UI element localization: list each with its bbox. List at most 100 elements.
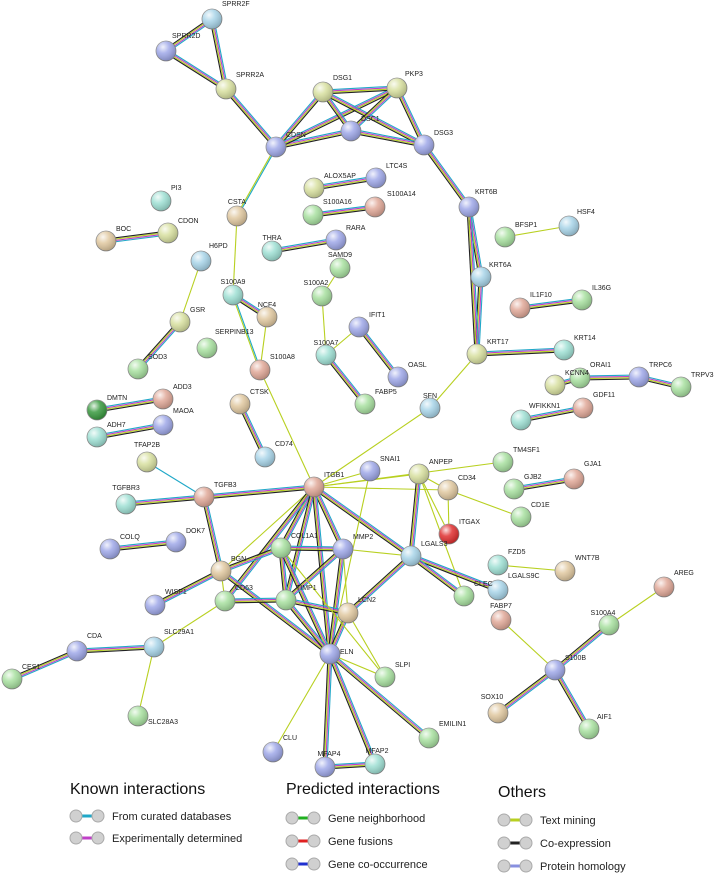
node-sprr2d[interactable]: SPRR2D [155,33,200,62]
node-serpinb13[interactable]: SERPINB13 [196,329,254,359]
node-sox10[interactable]: SOX10 [481,694,509,724]
node-cd74[interactable]: CD74 [254,441,293,468]
node-sprr2a[interactable]: SPRR2A [215,72,264,100]
node-krt6a[interactable]: KRT6A [470,262,512,288]
node-ces1[interactable]: CES1 [1,664,40,690]
node-tm4sf1[interactable]: TM4SF1 [492,447,540,473]
node-gja1[interactable]: GJA1 [563,461,602,490]
node-lgals3[interactable]: LGALS3 [400,541,448,567]
node-hsf4[interactable]: HSF4 [558,209,595,237]
node-gjb2[interactable]: GJB2 [503,474,542,500]
node-snai1[interactable]: SNAI1 [359,456,400,482]
node-eln[interactable]: ELN [319,643,354,665]
node-highlight [227,206,247,226]
node-emilin1[interactable]: EMILIN1 [418,721,466,749]
node-rara[interactable]: RARA [325,225,366,251]
node-colq[interactable]: COLQ [99,534,140,560]
node-slpi[interactable]: SLPI [374,662,410,688]
node-adh7[interactable]: ADH7 [86,422,126,448]
node-sprr2f[interactable]: SPRR2F [201,1,250,30]
node-thra[interactable]: THRA [261,235,283,262]
node-s100a8[interactable]: S100A8 [249,354,295,381]
node-dok7[interactable]: DOK7 [165,528,205,553]
node-il1f10[interactable]: IL1F10 [509,292,552,319]
node-anpep[interactable]: ANPEP [408,459,453,485]
node-maoa[interactable]: MAOA [152,408,194,436]
node-clec[interactable]: CLEC [453,581,493,607]
node-gsr[interactable]: GSR [169,307,205,333]
node-tfap2b[interactable]: TFAP2B [134,442,160,473]
node-trpv3[interactable]: TRPV3 [670,372,714,398]
node-fabp5[interactable]: FABP5 [354,389,397,415]
node-add3[interactable]: ADD3 [152,384,192,410]
node-sfn[interactable]: SFN [419,393,441,419]
node-dsg3[interactable]: DSG3 [413,130,453,156]
node-s100a9[interactable]: S100A9 [221,279,246,306]
node-ncf4[interactable]: NCF4 [256,302,278,328]
node-wisp1[interactable]: WISP1 [144,589,187,616]
node-itgb1[interactable]: ITGB1 [303,472,344,498]
node-mfap4[interactable]: MFAP4 [314,751,341,778]
node-wfikkn1[interactable]: WFIKKN1 [510,403,560,431]
node-lgals9c[interactable]: LGALS9C [487,573,540,601]
node-fabp7[interactable]: FABP7 [490,603,512,631]
node-tgfbr3[interactable]: TGFBR3 [112,485,140,515]
node-dsg1[interactable]: DSG1 [312,75,352,103]
node-alox5ap[interactable]: ALOX5AP [303,173,356,199]
node-cd1e[interactable]: CD1E [510,502,550,528]
node-bgn[interactable]: BGN [210,556,246,582]
node-oasl[interactable]: OASL [387,362,427,388]
node-dsc1[interactable]: DSC1 [340,116,380,142]
node-s100a4[interactable]: S100A4 [591,610,620,636]
node-pkp3[interactable]: PKP3 [386,71,423,99]
node-label: NCF4 [258,302,276,309]
node-sod3[interactable]: SOD3 [127,354,167,380]
legend-swatch-node [307,834,321,848]
node-aif1[interactable]: AIF1 [578,714,612,740]
node-fzd5[interactable]: FZD5 [487,549,526,576]
node-il36g[interactable]: IL36G [571,285,611,311]
node-itgax[interactable]: ITGAX [438,519,480,545]
edge-ELN-MFAP4 [322,653,333,768]
edge-BFSP1-HSF4 [504,225,570,238]
node-areg[interactable]: AREG [653,570,694,598]
node-s100b[interactable]: S100B [544,655,586,681]
edge-TIMP1-ELN [284,598,332,656]
node-col1a1[interactable]: COL1A1 [270,533,318,559]
node-krt17[interactable]: KRT17 [466,339,509,365]
node-krt6b[interactable]: KRT6B [458,189,498,218]
node-kcnn4[interactable]: KCNN4 [544,370,589,396]
node-ctsk[interactable]: CTSK [229,389,269,415]
node-wnt7b[interactable]: WNT7B [554,555,600,582]
node-lcn2[interactable]: LCN2 [337,597,376,624]
node-ifit1[interactable]: IFIT1 [348,312,385,338]
node-s100a7[interactable]: S100A7 [314,340,339,366]
node-timp1[interactable]: TIMP1 [275,585,317,611]
node-orai1[interactable]: ORAI1 [569,362,611,389]
node-cd34[interactable]: CD34 [437,475,476,501]
node-h6pd[interactable]: H6PD [190,243,228,272]
node-krt14[interactable]: KRT14 [553,335,596,361]
node-dmtn[interactable]: DMTN [86,395,127,421]
node-tgfb3[interactable]: TGFB3 [193,482,237,508]
node-s100a2[interactable]: S100A2 [304,280,333,307]
node-csta[interactable]: CSTA [226,199,248,227]
node-mmp2[interactable]: MMP2 [332,534,373,560]
node-cdon[interactable]: CDON [157,218,199,244]
node-slc29a1[interactable]: SLC29A1 [143,629,194,658]
node-cda[interactable]: CDA [66,633,102,662]
node-boc[interactable]: BOC [95,226,131,252]
node-bfsp1[interactable]: BFSP1 [494,222,537,248]
node-mfap2[interactable]: MFAP2 [364,748,389,775]
node-pi3[interactable]: PI3 [150,185,182,212]
node-ltc4s[interactable]: LTC4S [365,163,408,189]
node-cd63[interactable]: CD63 [214,585,253,612]
node-clu[interactable]: CLU [262,735,297,763]
node-slc28a3[interactable]: SLC28A3 [127,705,178,727]
node-trpc6[interactable]: TRPC6 [628,362,672,388]
node-samd9[interactable]: SAMD9 [328,252,352,279]
node-s100a14[interactable]: S100A14 [364,191,416,218]
node-s100a16[interactable]: S100A16 [302,199,352,226]
node-cdsn[interactable]: CDSN [265,132,306,158]
node-gdf11[interactable]: GDF11 [572,392,615,419]
